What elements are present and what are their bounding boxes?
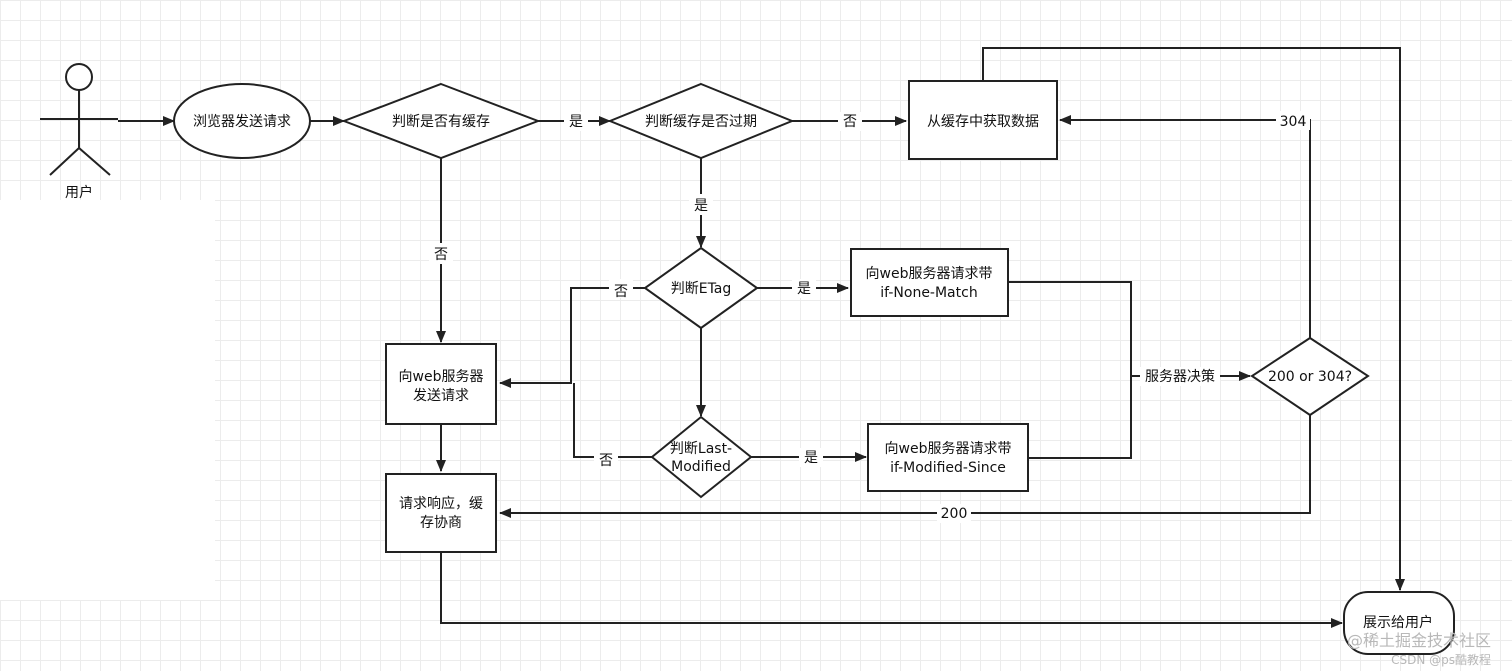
label-etag-yes: 是 [797, 281, 811, 297]
edge-response-to-show [440, 552, 1343, 628]
svg-text:浏览器发送请求: 浏览器发送请求 [193, 114, 291, 130]
label-status-200: 200 [941, 506, 968, 522]
edge-etag-no [499, 287, 645, 388]
edge-last-modified-no [573, 383, 652, 458]
actor-user: 用户 [40, 63, 118, 201]
node-check-etag: 判断ETag [643, 246, 759, 330]
label-expired-yes: 是 [694, 198, 708, 214]
label-has-cache-yes: 是 [569, 114, 583, 130]
watermark-juejin: @稀土掘金技术社区 [1347, 631, 1491, 650]
edge-status-200 [499, 415, 1311, 518]
node-check-last-modified: 判断Last- Modified [650, 415, 753, 499]
node-get-from-cache: 从缓存中获取数据 [908, 80, 1058, 160]
edge-labels: 是 否 否 是 是 否 是 否 服务器决策 304 200 [429, 111, 1310, 523]
actor-legs [49, 146, 111, 176]
edge-if-none-match-to-decision [1008, 281, 1251, 381]
node-response-negotiation: 请求响应，缓 存协商 [385, 473, 497, 553]
svg-text:判断ETag: 判断ETag [671, 281, 732, 297]
svg-text:判断缓存是否过期: 判断缓存是否过期 [645, 114, 757, 130]
svg-text:向web服务器请求带: 向web服务器请求带 [885, 441, 1012, 457]
label-expired-no: 否 [843, 114, 857, 130]
label-last-modified-yes: 是 [804, 450, 818, 466]
svg-text:if-Modified-Since: if-Modified-Since [890, 460, 1006, 476]
svg-text:判断是否有缓存: 判断是否有缓存 [392, 114, 490, 130]
watermark-csdn: CSDN @ps酷教程 [1391, 652, 1491, 667]
svg-text:Modified: Modified [671, 459, 731, 475]
svg-text:200 or 304?: 200 or 304? [1268, 369, 1352, 385]
svg-text:向web服务器请求带: 向web服务器请求带 [866, 266, 993, 282]
node-status-check: 200 or 304? [1250, 336, 1370, 417]
svg-text:从缓存中获取数据: 从缓存中获取数据 [927, 114, 1039, 130]
svg-text:判断Last-: 判断Last- [670, 441, 732, 457]
node-request-if-none-match: 向web服务器请求带 if-None-Match [850, 248, 1009, 317]
label-status-304: 304 [1280, 114, 1307, 130]
label-last-modified-no: 否 [599, 453, 613, 469]
svg-text:请求响应，缓: 请求响应，缓 [399, 495, 483, 512]
node-request-if-modified-since: 向web服务器请求带 if-Modified-Since [867, 423, 1029, 492]
label-etag-no: 否 [614, 284, 628, 300]
edge-status-304 [1059, 115, 1311, 338]
node-send-to-server: 向web服务器 发送请求 [385, 343, 497, 425]
node-check-cache: 判断是否有缓存 [341, 82, 541, 160]
blank-area [0, 200, 215, 600]
actor-label: 用户 [65, 184, 93, 201]
svg-text:展示给用户: 展示给用户 [1363, 614, 1433, 631]
node-check-expired: 判断缓存是否过期 [607, 82, 795, 160]
edge-cache-to-show [982, 47, 1405, 591]
label-has-cache-no: 否 [434, 247, 448, 263]
node-show-user: 展示给用户 [1343, 591, 1455, 655]
svg-text:存协商: 存协商 [420, 515, 462, 531]
label-server-decision: 服务器决策 [1145, 368, 1215, 385]
edge-if-modified-since-to-decision [1028, 376, 1132, 459]
svg-text:向web服务器: 向web服务器 [399, 369, 484, 385]
svg-text:发送请求: 发送请求 [413, 388, 469, 404]
actor-head [65, 63, 93, 91]
node-browser-request: 浏览器发送请求 [173, 83, 311, 159]
svg-text:if-None-Match: if-None-Match [880, 285, 977, 301]
watermark: @稀土掘金技术社区 CSDN @ps酷教程 [1347, 631, 1491, 667]
